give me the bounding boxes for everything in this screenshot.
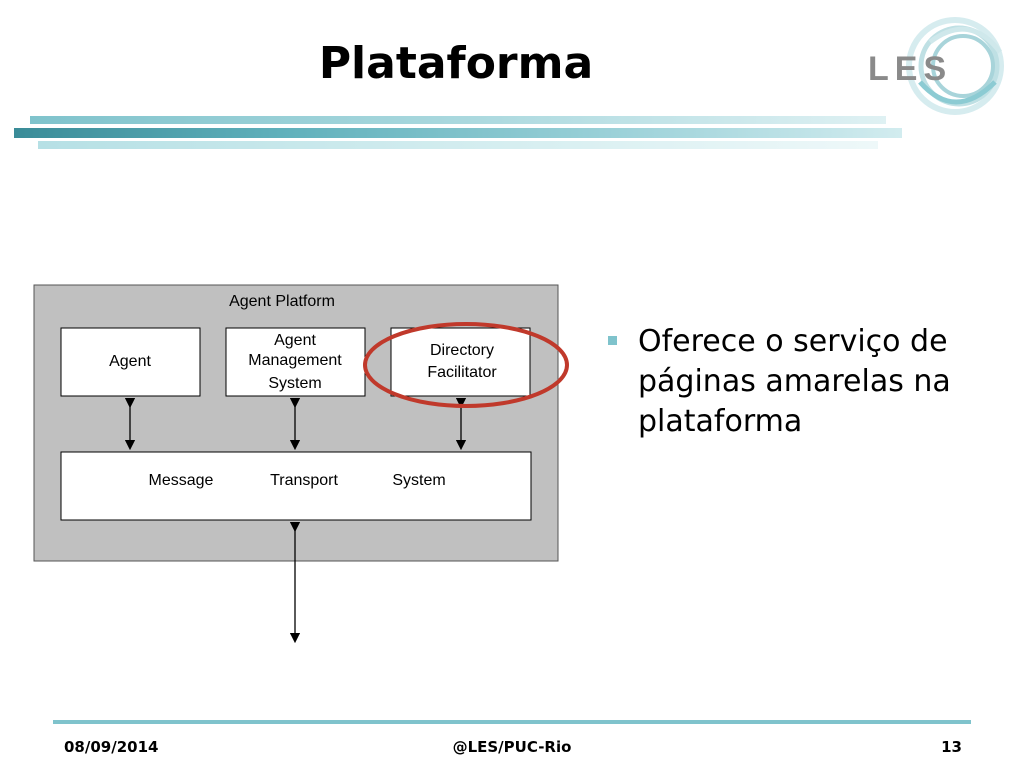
mts-word-transport: Transport — [270, 472, 338, 489]
ams-label-line2: Management — [248, 352, 342, 369]
title-band-main — [14, 128, 902, 138]
df-label-line1: Directory — [430, 342, 494, 359]
df-highlight-ellipse — [363, 322, 569, 408]
les-logo: LES — [868, 17, 1004, 115]
agent-label: Agent — [109, 353, 151, 370]
mts-box — [60, 451, 532, 521]
footer-affiliation: @LES/PUC-Rio — [452, 738, 572, 756]
footer-divider — [53, 720, 971, 724]
logo-swirl-icon — [906, 17, 1004, 115]
mts-word-message: Message — [149, 472, 214, 489]
footer-date: 08/09/2014 — [64, 738, 159, 756]
ams-label-line1: Agent — [274, 332, 316, 349]
agent-box — [60, 327, 201, 397]
agent-platform-diagram: Agent Platform Agent Agent Management Sy… — [33, 284, 569, 644]
title-band-top — [30, 116, 886, 124]
bullet-square-icon — [608, 336, 617, 345]
mts-word-system: System — [392, 472, 445, 489]
footer-page-number: 13 — [941, 738, 962, 756]
logo-text: LES — [868, 50, 952, 88]
ams-label-line3: System — [268, 375, 321, 392]
slide-title: Plataforma — [318, 38, 594, 89]
title-band-bottom — [38, 141, 878, 149]
platform-label: Agent Platform — [229, 293, 335, 310]
bullet-text: Oferece o serviço de páginas amarelas na… — [638, 324, 951, 439]
df-box — [390, 327, 531, 397]
df-label-line2: Facilitator — [427, 364, 497, 381]
